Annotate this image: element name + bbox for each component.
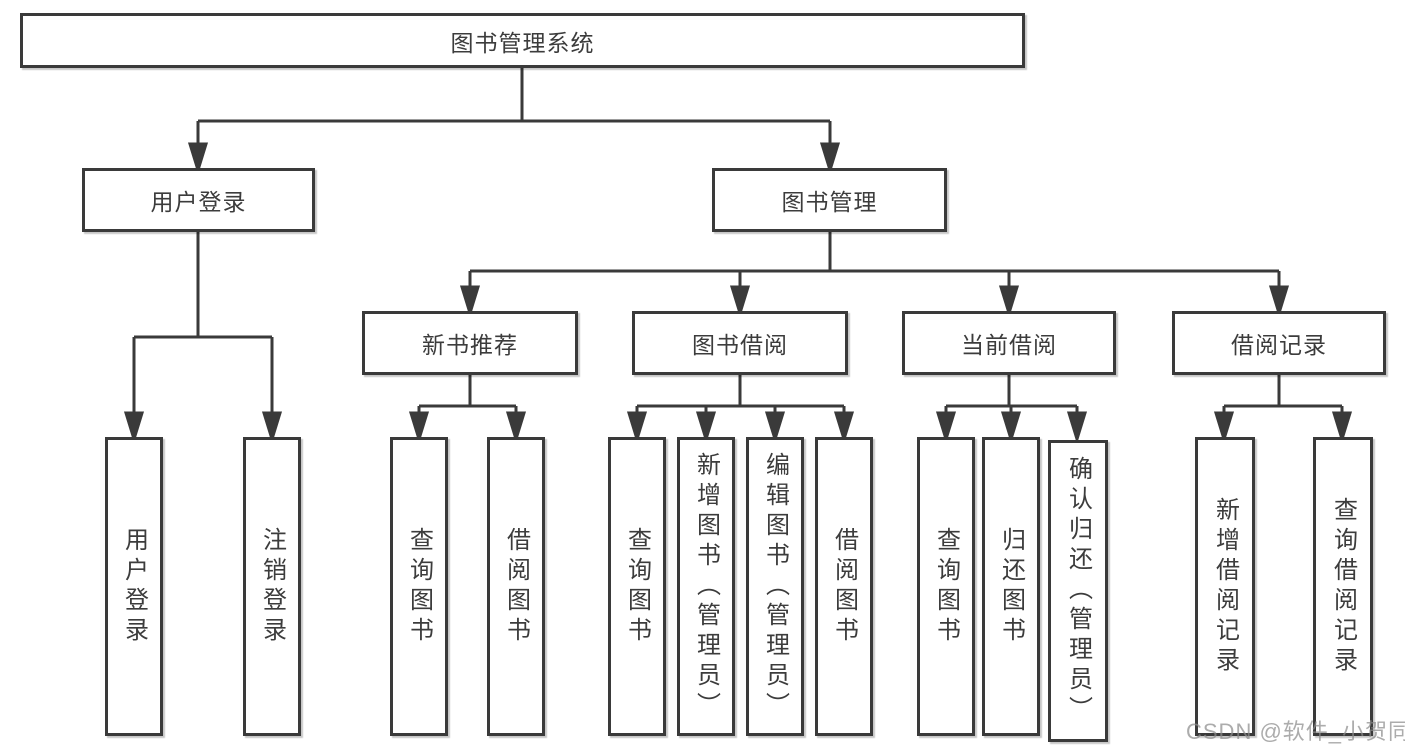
node-book-borrowing: 图书借阅 (632, 311, 848, 375)
connector-user-login-children (123, 232, 283, 445)
leaf-query-books-borrow: 查询图书 (608, 437, 666, 736)
node-new-book-recommend: 新书推荐 (362, 311, 578, 375)
connector-book-management-children (459, 232, 1290, 319)
connector-borrow-record-children (1213, 375, 1353, 445)
csdn-watermark: CSDN @软件_小贺同学 (1186, 719, 1405, 744)
connector-new-book-children (408, 375, 527, 445)
leaf-edit-books-admin: 编辑图书（管理员） (746, 437, 804, 736)
node-current-borrowing: 当前借阅 (902, 311, 1116, 375)
leaf-borrow-books: 借阅图书 (815, 437, 873, 736)
node-book-management: 图书管理 (712, 168, 947, 232)
node-library-system: 图书管理系统 (20, 13, 1025, 68)
node-borrowing-records: 借阅记录 (1172, 311, 1386, 375)
leaf-logout-login: 注销登录 (243, 437, 301, 736)
leaf-return-books: 归还图书 (982, 437, 1040, 736)
leaf-confirm-return-admin: 确认归还（管理员） (1048, 440, 1108, 742)
connector-root-to-level2 (187, 68, 841, 176)
leaf-query-borrow-record: 查询借阅记录 (1313, 437, 1373, 736)
connector-book-borrow-children (626, 375, 855, 445)
leaf-user-login: 用户登录 (105, 437, 163, 736)
leaf-add-borrow-record: 新增借阅记录 (1195, 437, 1255, 736)
node-user-login: 用户登录 (82, 168, 315, 232)
leaf-add-books-admin: 新增图书（管理员） (677, 437, 735, 736)
leaf-query-books-recommend: 查询图书 (390, 437, 448, 736)
leaf-borrow-books-recommend: 借阅图书 (487, 437, 545, 736)
connector-current-borrow-children (935, 375, 1088, 445)
leaf-query-books-current: 查询图书 (917, 437, 975, 736)
